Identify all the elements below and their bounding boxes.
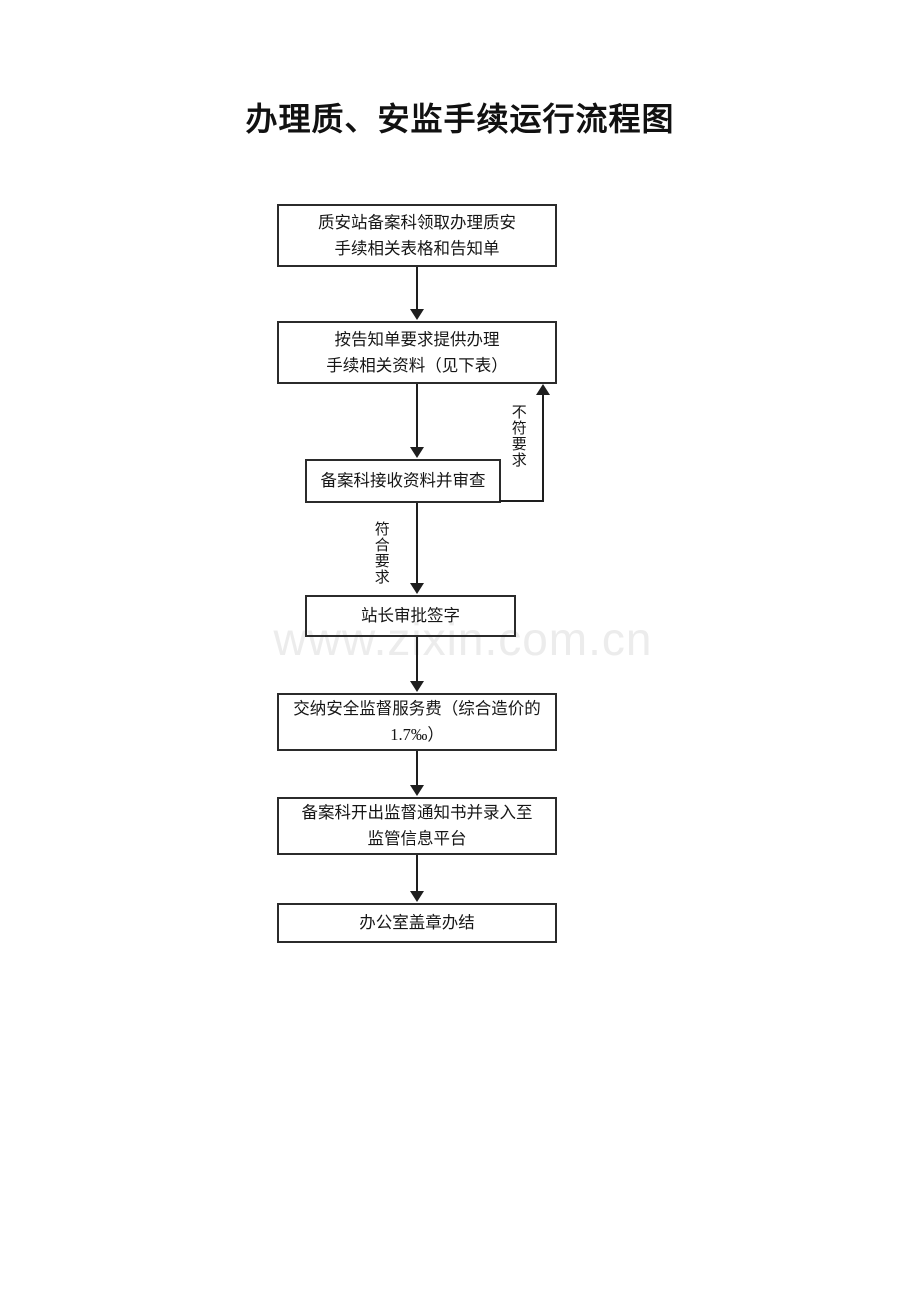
flow-node-line-1: 按告知单要求提供办理 [334,329,500,349]
edge-n2-n3-line [416,384,418,448]
flow-node-submit-materials[interactable]: 按告知单要求提供办理 手续相关资料（见下表） [277,321,557,384]
flow-node-issue-notice[interactable]: 备案科开出监督通知书并录入至 监管信息平台 [277,797,557,855]
edge-n3-n2-feedback-vertical [542,395,544,502]
flow-node-line-2: 监管信息平台 [367,829,467,848]
flow-node-line-1: 备案科开出监督通知书并录入至 [301,803,533,823]
edge-label-reject: 不符要求 [509,404,526,468]
edge-n5-n6-arrowhead-icon [410,785,424,796]
watermark-text: www.zixin.com.cn [273,613,653,665]
flow-node-line-2: 手续相关表格和告知单 [334,238,500,258]
edge-n3-n4-line [416,503,418,584]
edge-n4-n5-arrowhead-icon [410,681,424,692]
flow-node-review-materials[interactable]: 备案科接收资料并审查 [305,459,501,503]
flow-node-director-approval[interactable]: 站长审批签字 [305,595,516,637]
edge-n1-n2-line [416,267,418,310]
edge-label-accept: 符合要求 [372,521,389,585]
edge-n3-n2-arrowhead-icon [536,384,550,395]
edge-n3-n4-arrowhead-icon [410,583,424,594]
edge-n1-n2-arrowhead-icon [410,309,424,320]
flow-node-receive-forms[interactable]: 质安站备案科领取办理质安 手续相关表格和告知单 [277,204,557,267]
flow-node-line-1: 质安站备案科领取办理质安 [318,212,516,232]
flow-node-line-1: 站长审批签字 [361,606,460,626]
edge-n4-n5-line [416,637,418,682]
flow-node-line-2: 手续相关资料（见下表） [326,355,508,375]
flow-node-line-1: 办公室盖章办结 [359,913,475,933]
flow-node-pay-supervision-fee[interactable]: 交纳安全监督服务费（综合造价的 1.7‰） [277,693,557,751]
flow-node-office-seal-complete[interactable]: 办公室盖章办结 [277,903,557,943]
edge-n2-n3-arrowhead-icon [410,447,424,458]
edge-n6-n7-line [416,855,418,892]
flow-node-line-1: 备案科接收资料并审查 [320,471,486,491]
edge-n6-n7-arrowhead-icon [410,891,424,902]
edge-n3-n2-feedback-horizontal [499,500,544,502]
flow-node-line-1: 交纳安全监督服务费（综合造价的 [293,699,541,719]
flow-node-line-2: 1.7‰） [390,725,444,744]
edge-n5-n6-line [416,751,418,786]
page-title: 办理质、安监手续运行流程图 [245,100,675,138]
